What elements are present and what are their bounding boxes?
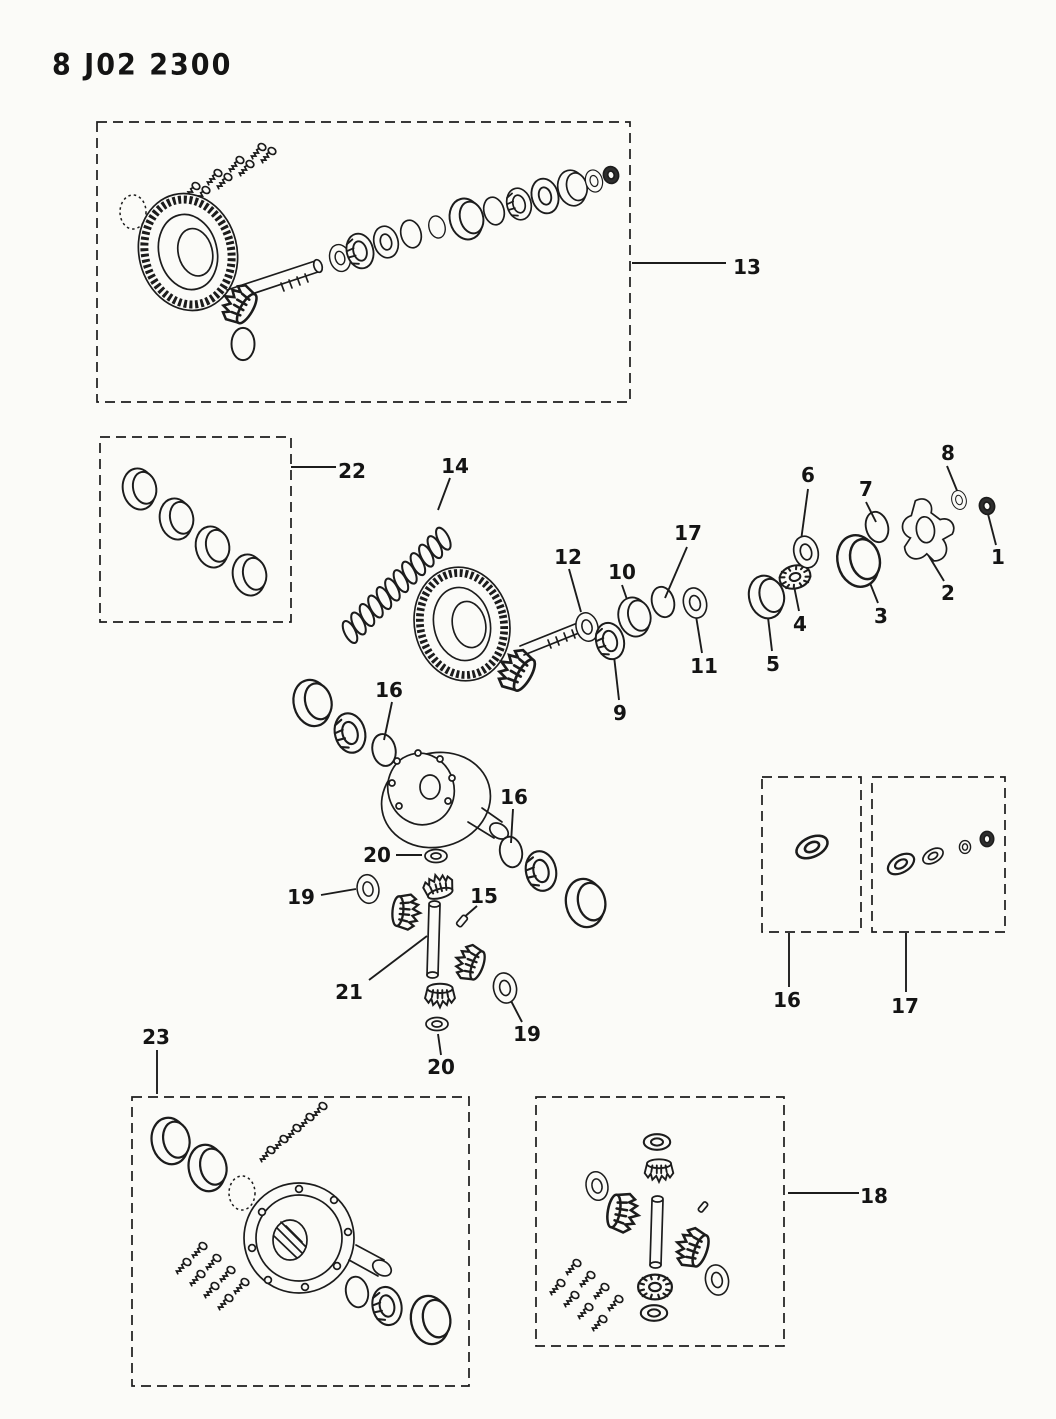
callout-8: 8 [941,441,955,465]
callout-19-b: 19 [513,1022,541,1046]
callout-20-a: 20 [363,843,391,867]
washer-19-lower [489,969,521,1007]
callout-3: 3 [874,604,888,628]
washer-8 [949,488,969,512]
callout-21: 21 [335,980,363,1004]
cross-shaft-21 [426,900,441,979]
callout-10: 10 [608,560,636,584]
lock-pin-18 [697,1201,709,1213]
yoke-2 [897,494,959,566]
carrier-bearing-right [521,847,561,895]
callout-13: 13 [733,255,761,279]
pinion-mate-upper [419,870,457,903]
lock-pin-15 [455,914,469,928]
case-bolts-lower [174,1240,251,1314]
differential-gear-set-box [535,1096,785,1347]
side-gear-left [389,892,423,932]
trac-lok-case [243,1182,393,1294]
side-gear-right [449,940,490,985]
callout-16-c: 16 [773,988,801,1012]
callout-12: 12 [554,545,582,569]
callout-16-b: 16 [500,785,528,809]
callout-6: 6 [801,463,815,487]
callout-15: 15 [470,884,498,908]
callout-14: 14 [441,454,469,478]
callout-19-a: 19 [287,885,315,909]
differential-carrier-assembly [287,674,612,1032]
shim-17 [647,583,679,621]
callout-4: 4 [793,612,807,636]
case-bolts-upper [258,1100,329,1166]
thrust-washer-20-lower [425,1016,449,1032]
pinion-washer [230,326,256,362]
cross-shaft-18 [649,1195,664,1269]
retainer-3 [830,528,887,593]
callout-17-a: 17 [674,521,702,545]
washer-19-left [354,872,382,906]
callout-20-b: 20 [427,1055,455,1079]
shim-kit-16-box [761,776,862,933]
gear-set-bolts [548,1257,625,1335]
carrier-bearing-left [329,708,371,758]
drive-pinion-assembly [404,488,998,698]
carrier-bearing-cup-left [287,674,338,732]
pinion-mate-lower [424,982,456,1009]
callout-23: 23 [142,1025,170,1049]
callout-17-b: 17 [891,994,919,1018]
washer-11 [679,584,711,622]
pinion-bearing-stack [325,163,622,275]
callout-18: 18 [860,1184,888,1208]
differential-case [380,749,510,849]
carrier-bearing-cup-right [560,873,612,932]
pinion-nut-1 [976,494,998,518]
thrust-washer-20-upper [424,848,448,864]
callout-2: 2 [941,581,955,605]
callout-1: 1 [991,545,1005,569]
trac-lok-differential-box [131,1096,470,1387]
shim-kit-17-box [871,776,1006,933]
shim-outline-23 [228,1175,256,1211]
figure-code: 8 J02 2300 [52,48,233,83]
ring-gear-pinion-kit-box [96,121,631,403]
callout-16-a: 16 [375,678,403,702]
callout-22: 22 [338,459,366,483]
callout-5: 5 [766,652,780,676]
callout-11: 11 [690,654,718,678]
bearing-cup-kit-box [99,436,292,623]
callout-7: 7 [859,477,873,501]
shim-outline [119,194,147,230]
callout-9: 9 [613,701,627,725]
